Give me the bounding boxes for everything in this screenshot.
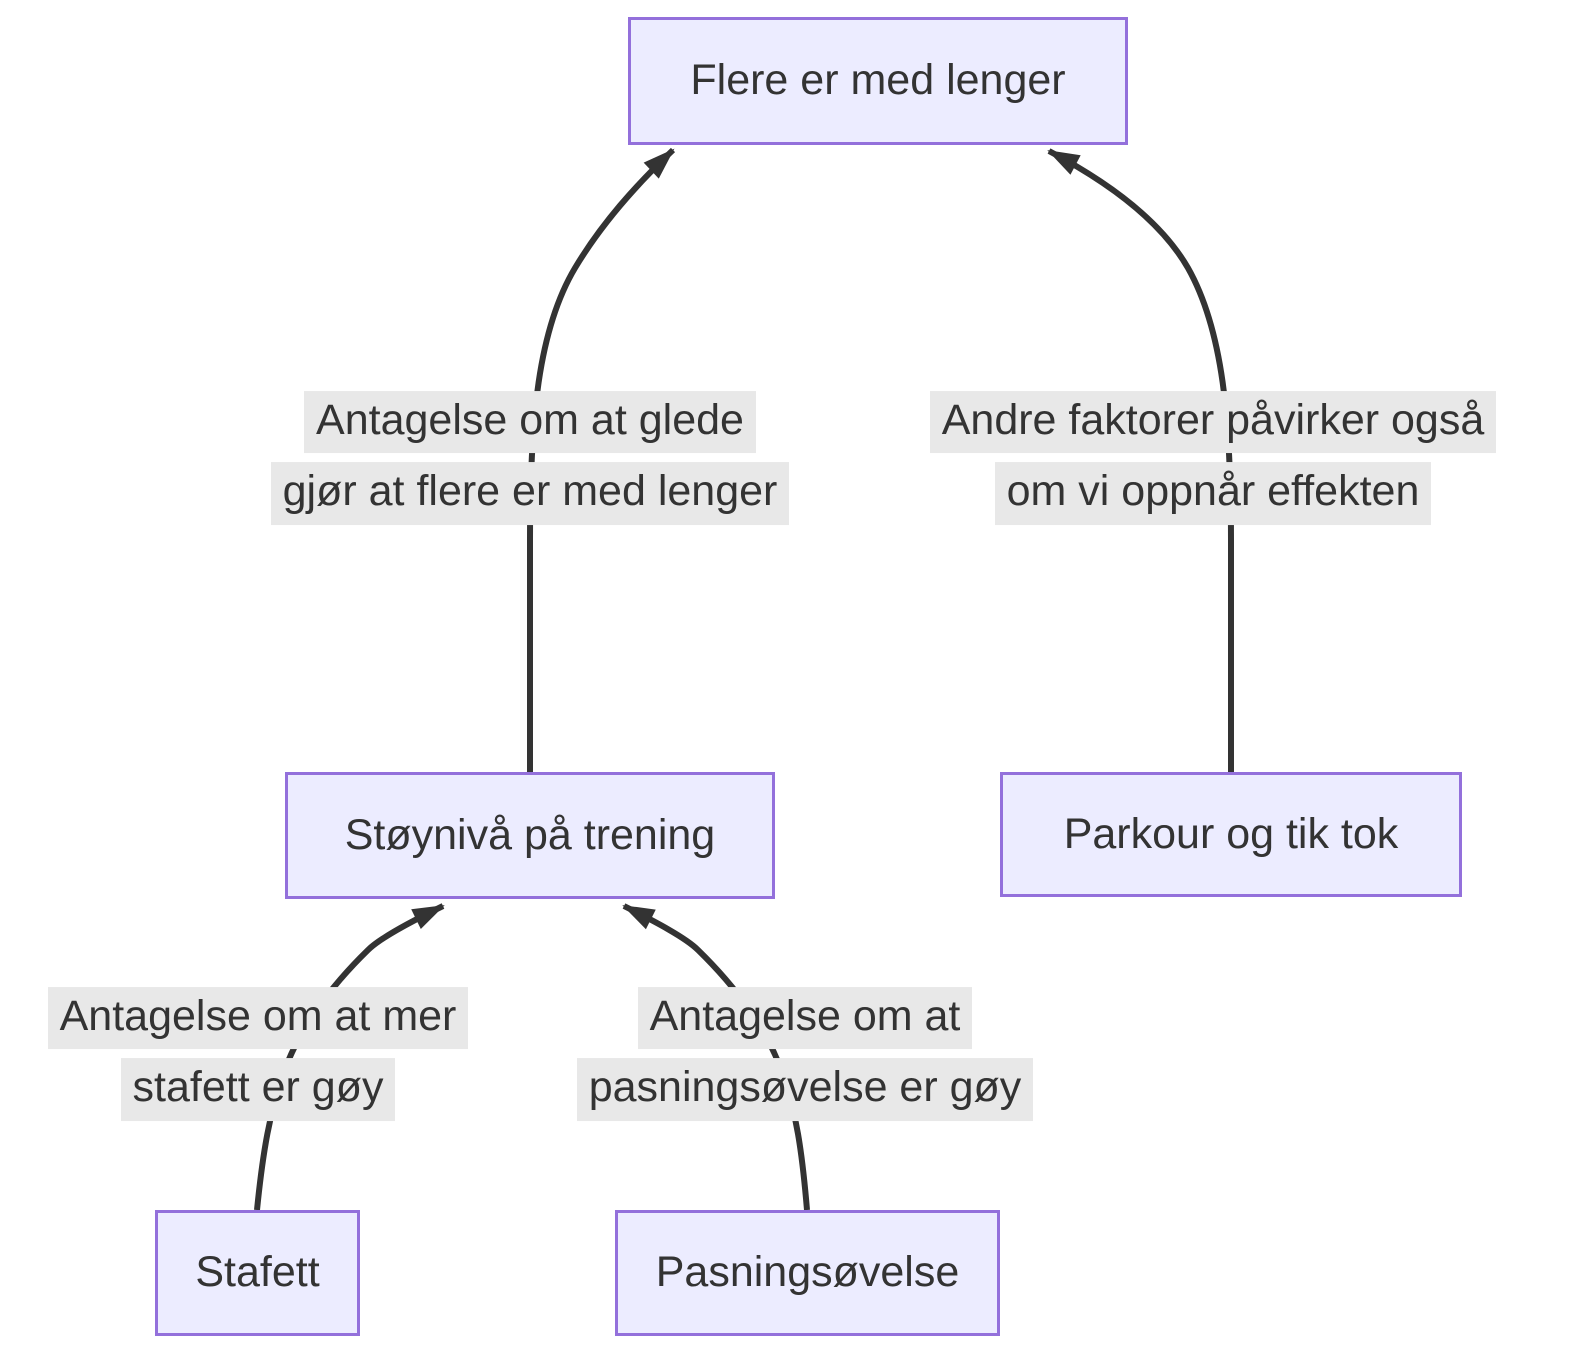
edge-label-pasningsovelse-goy: Antagelse om at pasningsøvelse er gøy	[425, 987, 1185, 1121]
node-parkour-og-tik-tok: Parkour og tik tok	[1000, 772, 1462, 897]
edge-label-line: Antagelse om at	[637, 987, 973, 1050]
node-label: Pasningsøvelse	[655, 1248, 960, 1297]
node-label: Stafett	[195, 1248, 320, 1297]
edge-label-andre-faktorer: Andre faktorer påvirker også om vi oppnå…	[833, 391, 1574, 525]
edge-label-line: stafett er gøy	[120, 1058, 396, 1121]
edge-label-line: Antagelse om at glede	[304, 391, 756, 454]
edge-label-line: pasningsøvelse er gøy	[576, 1058, 1034, 1121]
node-stafett: Stafett	[155, 1210, 360, 1336]
edge-label-glede: Antagelse om at glede gjør at flere er m…	[150, 391, 910, 525]
node-pasningsovelse: Pasningsøvelse	[615, 1210, 1000, 1336]
edge-label-stafett-goy: Antagelse om at mer stafett er gøy	[0, 987, 638, 1121]
edge-parkour-to-flere	[1047, 148, 1234, 772]
node-label: Parkour og tik tok	[1063, 809, 1399, 858]
edge-label-line: Antagelse om at mer	[47, 987, 469, 1050]
edge-label-line: Andre faktorer påvirker også	[929, 391, 1497, 454]
edge-label-line: om vi oppnår effekten	[994, 462, 1432, 525]
node-stoynivaa-paa-trening: Støynivå på trening	[285, 772, 775, 899]
node-label: Støynivå på trening	[344, 810, 716, 859]
node-flere-er-med-lenger: Flere er med lenger	[628, 17, 1128, 145]
edge-label-line: gjør at flere er med lenger	[270, 462, 790, 525]
node-label: Flere er med lenger	[690, 56, 1066, 105]
